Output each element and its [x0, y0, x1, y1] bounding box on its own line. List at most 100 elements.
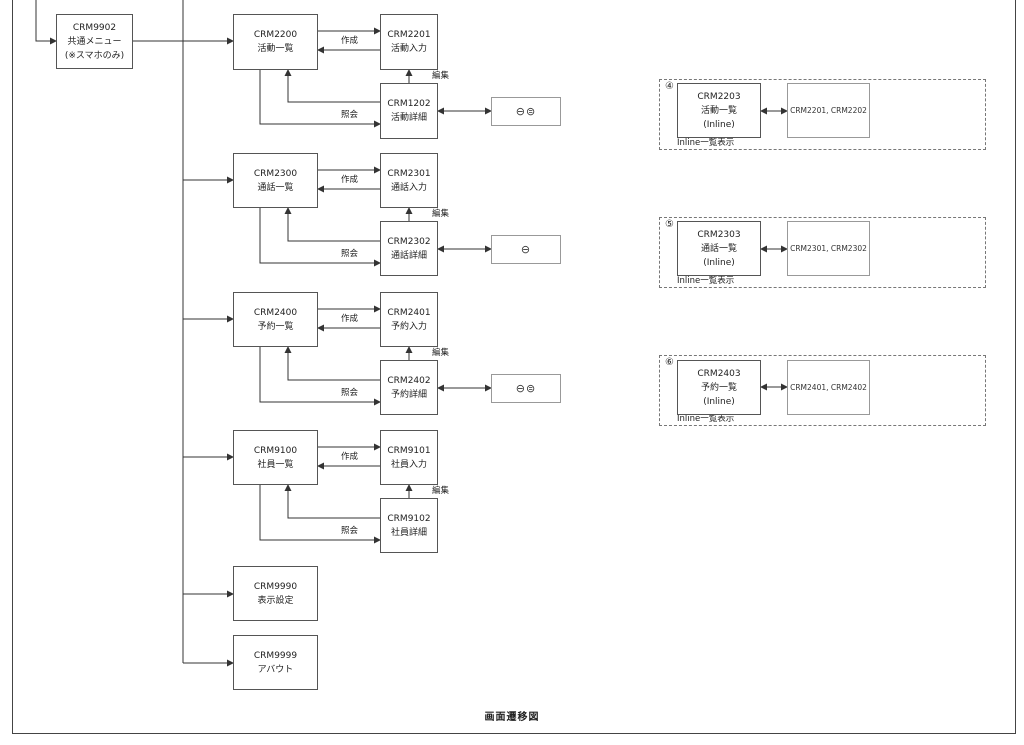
group-number: ⑤: [665, 219, 674, 230]
edit-label: 編集: [432, 209, 450, 219]
inline-targets: CRM2201, CRM2202: [790, 105, 867, 115]
screen-name: 活動入力: [390, 44, 427, 54]
inquiry-arrow: [259, 70, 381, 128]
screen-code: CRM2300: [253, 168, 298, 179]
screen-code: CRM9999: [253, 650, 298, 661]
back-arrow: [284, 207, 380, 242]
diagram-title: 画面遷移図: [484, 712, 540, 723]
common-menu-box[interactable]: CRM9902 共通メニュー (※スマホのみ): [56, 14, 133, 69]
inquiry-arrow: [259, 485, 381, 544]
screen-name: 通話詳細: [390, 250, 427, 261]
screen-code: CRM9990: [253, 581, 298, 592]
inline-group: ⑥ Inline一覧表示: [659, 355, 986, 426]
screen-name: 社員詳細: [390, 527, 427, 538]
edit-label: 編集: [432, 71, 450, 81]
edit-label: 編集: [432, 486, 450, 496]
input-screen-box[interactable]: CRM2301 通話入力: [380, 153, 438, 208]
list-screen-box[interactable]: CRM2400 予約一覧: [233, 292, 318, 347]
inquiry-label: 照会: [341, 249, 359, 259]
screen-code: CRM9102: [387, 513, 431, 524]
screen-name: 予約一覧: [257, 321, 294, 332]
create-label: 作成: [341, 314, 359, 324]
screen-name: 表示設定: [257, 595, 294, 606]
screen-code: CRM2201: [387, 30, 431, 40]
list-screen-box[interactable]: CRM2300 通話一覧: [233, 153, 318, 208]
screen-name: 社員一覧: [257, 459, 294, 470]
entry-arrow: [35, 0, 57, 45]
group-caption: Inline一覧表示: [677, 138, 735, 148]
screen-variant: (Inline): [703, 396, 735, 407]
create-label: 作成: [341, 175, 359, 185]
about-screen-box[interactable]: CRM9999 アバウト: [233, 635, 318, 690]
screen-code: CRM2200: [253, 30, 298, 40]
external-symbol: ⊖: [520, 242, 532, 256]
create-label: 作成: [341, 452, 359, 462]
screen-code: CRM2302: [387, 236, 431, 247]
screen-name: 予約入力: [390, 321, 427, 332]
inline-target-box[interactable]: CRM2201, CRM2202: [787, 83, 870, 138]
screen-code: CRM2303: [697, 229, 741, 240]
screen-name: 社員入力: [390, 459, 427, 470]
screen-name: 通話入力: [390, 182, 427, 193]
screen-code: CRM2402: [387, 375, 431, 386]
external-screen-box[interactable]: ⊖⊜: [491, 97, 561, 126]
inline-group: ⑤ Inline一覧表示: [659, 217, 986, 288]
back-arrow: [284, 69, 380, 103]
inline-list-screen-box[interactable]: CRM2403 予約一覧 (Inline): [677, 360, 761, 415]
input-screen-box[interactable]: CRM2401 予約入力: [380, 292, 438, 347]
external-screen-box[interactable]: ⊖⊜: [491, 374, 561, 403]
inline-target-box[interactable]: CRM2301, CRM2302: [787, 221, 870, 276]
screen-code: CRM9101: [387, 445, 431, 456]
inline-list-screen-box[interactable]: CRM2203 活動一覧 (Inline): [677, 83, 761, 138]
inline-target-box[interactable]: CRM2401, CRM2402: [787, 360, 870, 415]
screen-name: 予約詳細: [390, 389, 427, 400]
screen-code: CRM2401: [387, 307, 431, 318]
settings-screen-box[interactable]: CRM9990 表示設定: [233, 566, 318, 621]
back-arrow: [284, 346, 380, 381]
screen-name: 共通メニュー: [67, 36, 122, 47]
screen-code: CRM2301: [387, 168, 431, 179]
create-label: 作成: [341, 36, 359, 46]
back-arrow: [284, 484, 380, 519]
detail-screen-box[interactable]: CRM9102 社員詳細: [380, 498, 438, 553]
detail-screen-box[interactable]: CRM2402 予約詳細: [380, 360, 438, 415]
screen-name: 活動一覧: [700, 105, 737, 116]
screen-variant: (Inline): [703, 257, 735, 268]
list-screen-box[interactable]: CRM2200 活動一覧: [233, 14, 318, 70]
detail-screen-box[interactable]: CRM2302 通話詳細: [380, 221, 438, 276]
group-caption: Inline一覧表示: [677, 414, 735, 424]
group-number: ④: [665, 81, 674, 92]
inline-targets: CRM2301, CRM2302: [790, 243, 867, 253]
input-screen-box[interactable]: CRM9101 社員入力: [380, 430, 438, 485]
screen-variant: (Inline): [703, 119, 735, 130]
detail-screen-box[interactable]: CRM1202 活動詳細: [380, 83, 438, 139]
diagram-frame: [12, 0, 1016, 734]
inline-targets: CRM2401, CRM2402: [790, 382, 867, 392]
screen-name: 活動一覧: [257, 44, 294, 54]
group-number: ⑥: [665, 357, 674, 368]
group-caption: Inline一覧表示: [677, 276, 735, 286]
input-screen-box[interactable]: CRM2201 活動入力: [380, 14, 438, 70]
screen-name: 通話一覧: [257, 182, 294, 193]
inquiry-label: 照会: [341, 388, 359, 398]
screen-name: 予約一覧: [700, 382, 737, 393]
external-symbol: ⊖⊜: [515, 104, 537, 118]
screen-code: CRM9100: [253, 445, 298, 456]
inquiry-arrow: [259, 347, 381, 406]
list-screen-box[interactable]: CRM9100 社員一覧: [233, 430, 318, 485]
screen-name: 活動詳細: [390, 113, 427, 123]
edit-label: 編集: [432, 348, 450, 358]
screen-code: CRM1202: [387, 99, 431, 109]
inquiry-arrow: [259, 208, 381, 267]
inline-list-screen-box[interactable]: CRM2303 通話一覧 (Inline): [677, 221, 761, 276]
screen-code: CRM2403: [697, 368, 741, 379]
inquiry-label: 照会: [341, 526, 359, 536]
external-symbol: ⊖⊜: [515, 381, 537, 395]
inline-group: ④ Inline一覧表示: [659, 79, 986, 150]
screen-code: CRM9902: [72, 22, 117, 33]
external-screen-box[interactable]: ⊖: [491, 235, 561, 264]
screen-code: CRM2203: [697, 91, 741, 102]
screen-note: (※スマホのみ): [64, 50, 125, 61]
screen-code: CRM2400: [253, 307, 298, 318]
